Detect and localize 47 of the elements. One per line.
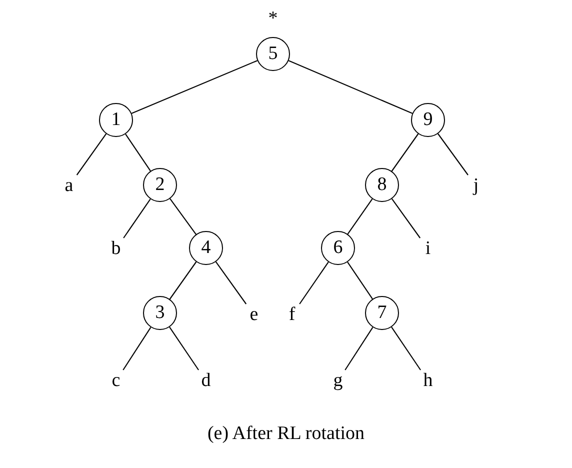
node-value: 1 — [111, 109, 121, 131]
leaf-label: f — [283, 304, 301, 326]
node-value: 9 — [423, 109, 433, 131]
leaf-label: h — [419, 370, 437, 392]
node-value: 2 — [155, 174, 165, 196]
tree-edge — [131, 60, 258, 114]
tree-node-circle — [189, 231, 223, 265]
tree-node-circle — [99, 103, 133, 137]
tree-node-circle — [143, 168, 177, 202]
leaf-label: c — [107, 370, 125, 392]
tree-edge — [347, 198, 373, 234]
tree-node-circle — [321, 231, 355, 265]
tree-edge — [122, 326, 152, 370]
tree-node-circle — [365, 296, 399, 330]
leaf-label: d — [197, 370, 215, 392]
tree-edge — [288, 60, 413, 114]
tree-edge — [347, 262, 373, 300]
leaf-label: j — [467, 175, 485, 197]
tree-node-circle — [411, 103, 445, 137]
node-value: 3 — [155, 302, 165, 324]
node-value: 6 — [333, 237, 343, 259]
caption: (e) After RL rotation — [206, 423, 366, 445]
node-value: 5 — [268, 43, 278, 65]
tree-edge — [391, 134, 419, 172]
tree-edge — [391, 326, 422, 370]
tree-edge — [438, 133, 468, 176]
tree-edge — [169, 326, 200, 370]
leaf-label: a — [60, 175, 78, 197]
tree-edge — [344, 326, 374, 370]
node-value: 4 — [201, 237, 211, 259]
tree-node-circle — [143, 296, 177, 330]
tree-edge — [76, 134, 107, 176]
node-value: 8 — [377, 174, 387, 196]
tree-node-circle — [365, 168, 399, 202]
leaf-label: e — [245, 304, 263, 326]
node-value: 7 — [377, 302, 387, 324]
tree-edge — [299, 262, 329, 304]
tree-edge — [170, 198, 196, 235]
leaf-label: b — [107, 238, 125, 260]
leaf-label: i — [419, 238, 437, 260]
tree-edge — [169, 262, 197, 300]
marker-symbol: * — [267, 8, 279, 30]
tree-edge — [123, 198, 151, 238]
tree-edge — [125, 134, 151, 172]
tree-edge — [391, 198, 421, 238]
tree-edge — [215, 262, 247, 304]
leaf-label: g — [329, 370, 347, 392]
